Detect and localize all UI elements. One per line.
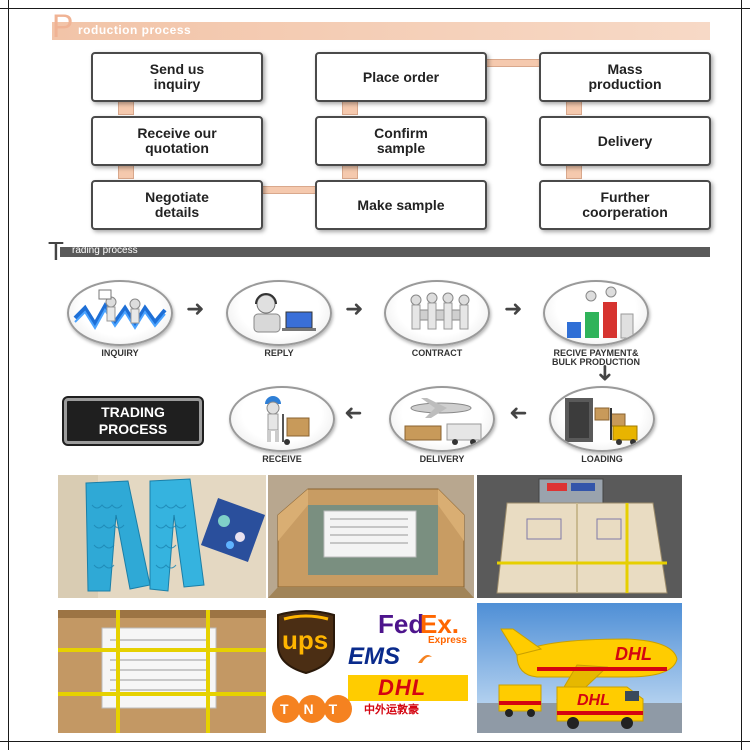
production-process-header: roduction process [52, 22, 710, 40]
ups-logo-text: ups [282, 625, 329, 655]
dhl-plane-van-image [477, 603, 682, 733]
loading-illustration [549, 386, 655, 452]
frame-right-line [741, 0, 742, 750]
arrow-right-icon: ➜ [345, 296, 364, 321]
dhl-fleet-photo: DHL DHL [477, 603, 682, 733]
fedex-express-text: Express [428, 635, 467, 646]
connector [342, 165, 358, 179]
arrow-right-icon: ➜ [504, 296, 523, 321]
step-delivery: Delivery [539, 116, 711, 166]
step-label-reply: REPLY [264, 348, 294, 358]
connector [566, 165, 582, 179]
frame-top-line [0, 8, 750, 9]
receive-icon [265, 396, 310, 445]
ems-swoosh-icon [418, 655, 432, 663]
step-negotiate-details: Negotiate details [91, 180, 263, 230]
arrow-left-icon: ➜ [344, 400, 363, 425]
step-further-cooperation: Further coorperation [539, 180, 711, 230]
fedex-logo-fed: Fed [378, 609, 425, 639]
dhl-logo-band [348, 675, 468, 701]
receive-illustration [229, 386, 335, 452]
tnt-logo-text: TNT [280, 701, 353, 717]
production-process-initial: P [52, 8, 74, 44]
connector [118, 101, 134, 115]
forklift-icon [565, 398, 638, 445]
step-label-loading: LOADING [581, 454, 623, 464]
connector [118, 165, 134, 179]
trading-process-header: rading process [60, 245, 710, 257]
van-dhl-text: DHL [577, 692, 610, 709]
airplane-truck-icon [404, 398, 482, 445]
frame-left-line [8, 0, 9, 750]
step-label-contract: CONTRACT [411, 348, 463, 358]
step-send-inquiry: Send us inquiry [91, 52, 263, 102]
carton-box-image [268, 475, 474, 598]
fedex-logo-ex: Ex. [420, 609, 460, 639]
weighed-carton-image [477, 475, 682, 598]
dhl-chinese-text: 中外运敦豪 [364, 703, 419, 716]
trading-process-badge: TRADING PROCESS [64, 398, 202, 444]
tnt-circles-icon [272, 695, 352, 723]
strapped-carton-image [58, 610, 266, 733]
inquiry-icon [73, 289, 167, 330]
dhl-logo-text: DHL [378, 675, 427, 700]
step-label-receive: RECEIVE [262, 454, 302, 464]
scale-carton-photo [477, 475, 682, 598]
plane-dhl-text: DHL [615, 644, 652, 664]
bar-chart-icon [567, 286, 634, 339]
connector [566, 101, 582, 115]
step-receive-quotation: Receive our quotation [91, 116, 263, 166]
step-confirm-sample: Confirm sample [315, 116, 487, 166]
connector [262, 186, 316, 194]
contract-illustration [384, 280, 490, 346]
step-label-inquiry: INQUIRY [101, 348, 139, 358]
trading-process-initial: T [48, 236, 64, 266]
step-place-order: Place order [315, 52, 487, 102]
leggings-photo [58, 475, 266, 598]
taped-carton-photo [58, 610, 266, 733]
ups-shield-icon [277, 610, 335, 675]
trading-process-title: rading process [72, 245, 138, 256]
ems-logo-text: EMS [348, 643, 401, 670]
arrow-right-icon: ➜ [186, 296, 205, 321]
arrow-left-icon: ➜ [509, 400, 528, 425]
reply-icon [253, 293, 316, 333]
step-label-delivery: DELIVERY [419, 454, 465, 464]
arrow-down-icon: ➜ [593, 363, 619, 383]
step-mass-production: Mass production [539, 52, 711, 102]
connector [342, 101, 358, 115]
inquiry-illustration [67, 280, 173, 346]
connector [486, 59, 540, 67]
mermaid-leggings-image [58, 475, 266, 598]
step-make-sample: Make sample [315, 180, 487, 230]
contract-icon [410, 292, 470, 330]
payment-production-illustration [543, 280, 649, 346]
production-process-title: roduction process [78, 23, 192, 37]
open-carton-photo [268, 475, 474, 598]
courier-logos: ups Fed Ex. Express EMS DHL 中外运敦豪 TNT [268, 605, 474, 733]
step-label-payment-production: RECIVE PAYMENT& BULK PRODUCTION [552, 348, 640, 367]
frame-bottom-line [0, 741, 750, 742]
reply-illustration [226, 280, 332, 346]
delivery-illustration [389, 386, 495, 452]
